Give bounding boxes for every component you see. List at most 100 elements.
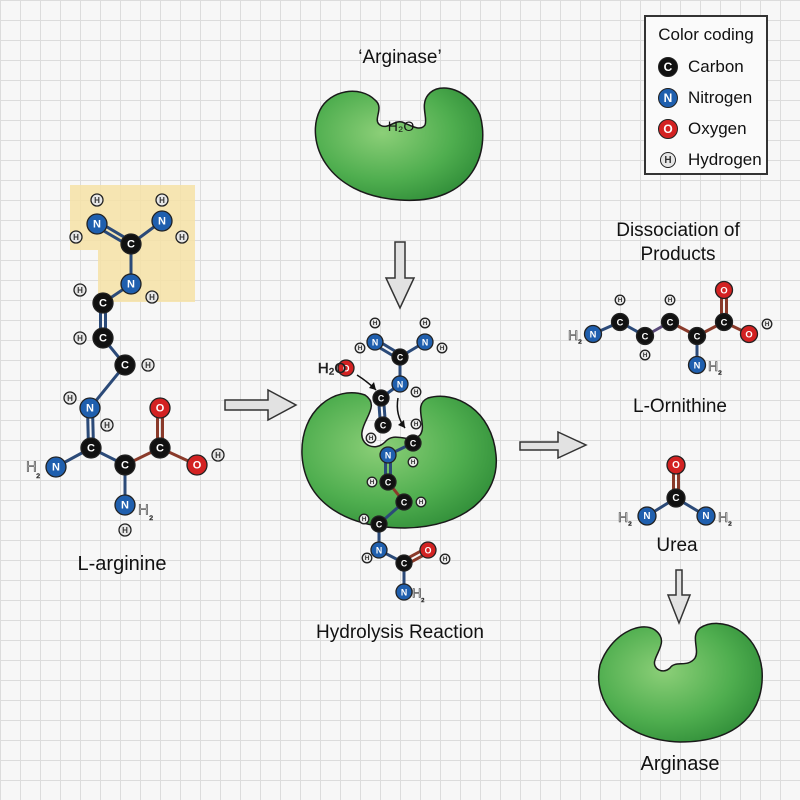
svg-text:O: O bbox=[720, 286, 727, 296]
svg-text:H: H bbox=[358, 345, 363, 352]
carbon-atom: C bbox=[92, 292, 114, 314]
carbon-atom: C bbox=[114, 354, 136, 376]
svg-text:H: H bbox=[77, 286, 83, 295]
hydrogen-atom: H bbox=[73, 283, 87, 297]
carbon-atom: C bbox=[149, 437, 171, 459]
svg-text:H: H bbox=[149, 293, 155, 302]
hydrogen-atom: H bbox=[614, 294, 626, 306]
svg-text:C: C bbox=[401, 559, 408, 569]
h2-label: H bbox=[718, 509, 728, 525]
arrow-right-2 bbox=[519, 430, 588, 460]
product-2-label: Urea bbox=[656, 535, 698, 556]
svg-text:H: H bbox=[443, 556, 448, 563]
hydrogen-atom: H bbox=[419, 317, 431, 329]
hydrogen-atom: H bbox=[361, 552, 373, 564]
svg-text:H: H bbox=[373, 320, 378, 327]
svg-text:N: N bbox=[127, 279, 135, 291]
nitrogen-atom: N bbox=[379, 446, 397, 464]
svg-text:C: C bbox=[672, 493, 679, 504]
oxygen-atom: O bbox=[149, 397, 171, 419]
svg-text:C: C bbox=[721, 318, 728, 328]
nitrogen-atom: N bbox=[120, 273, 142, 295]
hydrogen-atom: H bbox=[410, 418, 422, 430]
h2-label: H bbox=[26, 459, 37, 476]
arrow-down-bottom bbox=[666, 569, 692, 626]
legend-item-oxygen: O Oxygen bbox=[658, 119, 747, 139]
svg-text:N: N bbox=[372, 338, 378, 348]
svg-text:N: N bbox=[86, 403, 94, 415]
hydrogen-atom: H bbox=[358, 513, 370, 525]
oxygen-atom: O bbox=[419, 541, 437, 559]
arrow-right-1 bbox=[224, 388, 298, 422]
svg-text:H: H bbox=[370, 479, 375, 486]
substrate-label: L-arginine bbox=[78, 553, 167, 575]
svg-text:N: N bbox=[52, 462, 60, 474]
oxygen-atom: O bbox=[739, 324, 759, 344]
carbon-atom: C bbox=[379, 473, 397, 491]
hydrogen-atom: H bbox=[366, 476, 378, 488]
hydrogen-atom: H bbox=[63, 391, 77, 405]
svg-text:C: C bbox=[99, 298, 107, 310]
svg-text:N: N bbox=[121, 500, 129, 512]
legend-label: Oxygen bbox=[688, 119, 747, 138]
svg-text:H: H bbox=[643, 352, 648, 359]
hydrogen-atom: H bbox=[369, 317, 381, 329]
svg-text:C: C bbox=[380, 421, 387, 431]
enzyme-bottom bbox=[598, 622, 763, 743]
carbon-atom: C bbox=[114, 454, 136, 476]
svg-text:H: H bbox=[668, 297, 673, 304]
svg-text:O: O bbox=[193, 460, 202, 472]
svg-text:O: O bbox=[745, 330, 752, 340]
svg-text:C: C bbox=[99, 333, 107, 345]
carbon-atom: C bbox=[395, 554, 413, 572]
h2-subscript: ₂ bbox=[36, 468, 40, 480]
svg-text:H: H bbox=[369, 435, 374, 442]
hydrogen-atom: H bbox=[664, 294, 676, 306]
hydrogen-atom: H bbox=[410, 386, 422, 398]
carbon-atom: C bbox=[80, 437, 102, 459]
carbon-atom-icon: C bbox=[658, 57, 678, 77]
nitrogen-atom: N bbox=[696, 506, 716, 526]
svg-text:H: H bbox=[145, 361, 151, 370]
h2-label: H bbox=[412, 586, 421, 601]
svg-text:H: H bbox=[77, 334, 83, 343]
nitrogen-atom: N bbox=[151, 210, 173, 232]
oxygen-atom-icon: O bbox=[658, 119, 678, 139]
hydrogen-atom: H bbox=[118, 523, 132, 537]
nitrogen-atom: N bbox=[687, 355, 707, 375]
svg-text:N: N bbox=[694, 361, 701, 371]
svg-text:N: N bbox=[590, 330, 597, 340]
h2-subscript: ₂ bbox=[718, 366, 722, 377]
svg-text:H: H bbox=[765, 321, 770, 328]
svg-text:O: O bbox=[672, 460, 680, 471]
svg-text:C: C bbox=[156, 443, 164, 455]
hydrogen-atom: H bbox=[211, 448, 225, 462]
h2-subscript: ₂ bbox=[149, 510, 153, 522]
svg-text:O: O bbox=[343, 364, 350, 374]
svg-text:C: C bbox=[121, 360, 129, 372]
carbon-atom: C bbox=[404, 434, 422, 452]
hydrogen-atom-icon: H bbox=[660, 152, 676, 168]
svg-text:H: H bbox=[215, 451, 221, 460]
svg-text:C: C bbox=[617, 318, 624, 328]
h2-label: H bbox=[618, 509, 628, 525]
h2-subscript: ₂ bbox=[628, 517, 632, 528]
nitrogen-atom: N bbox=[45, 456, 67, 478]
enzyme-top-water-label: H₂O bbox=[388, 118, 415, 134]
svg-text:H: H bbox=[618, 297, 623, 304]
carbon-atom: C bbox=[92, 327, 114, 349]
svg-text:C: C bbox=[410, 439, 417, 449]
svg-text:H: H bbox=[104, 421, 110, 430]
carbon-atom: C bbox=[635, 326, 655, 346]
h2-label: H bbox=[708, 358, 718, 374]
nitrogen-atom: N bbox=[395, 583, 413, 601]
nitrogen-atom: N bbox=[637, 506, 657, 526]
svg-text:N: N bbox=[93, 219, 101, 231]
svg-text:H: H bbox=[362, 516, 367, 523]
svg-text:H: H bbox=[414, 389, 419, 396]
h2-subscript: ₂ bbox=[578, 335, 582, 346]
carbon-atom: C bbox=[374, 416, 392, 434]
legend-item-carbon: C Carbon bbox=[658, 57, 744, 77]
svg-text:C: C bbox=[694, 332, 701, 342]
legend-item-hydrogen: H Hydrogen bbox=[658, 150, 762, 170]
